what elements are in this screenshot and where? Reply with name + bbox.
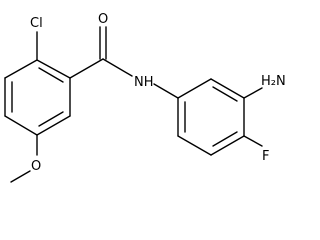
bond: [36, 59, 71, 79]
bond-n-ring: [153, 83, 179, 99]
bond: [4, 59, 38, 79]
bond-c-f: [243, 135, 263, 147]
methoxy-oxygen-label: O: [31, 159, 41, 174]
double-bond-inner: [212, 86, 238, 102]
bond-ring-carbonyl: [69, 58, 104, 79]
bond: [210, 78, 245, 99]
bond: [177, 135, 212, 156]
bond: [210, 135, 245, 156]
molecule-diagram: Cl O NH O H₂N F: [4, 12, 286, 183]
fluorine-label: F: [262, 149, 269, 164]
bond-o-methyl: [10, 170, 31, 183]
double-bond-inner: [38, 111, 64, 127]
amino-group-label: H₂N: [261, 74, 286, 89]
bond: [4, 115, 38, 136]
right-ring: [177, 78, 245, 156]
double-bond-inner: [38, 67, 64, 83]
bond-carbonyl-n: [102, 58, 133, 77]
bond: [177, 78, 212, 99]
amide-nh-label: NH: [134, 75, 154, 90]
bond-c-nh2: [243, 87, 263, 99]
double-bond-inner: [212, 131, 238, 147]
chlorine-label: Cl: [30, 16, 43, 31]
bond: [36, 115, 71, 136]
left-ring: [4, 59, 71, 136]
carbonyl-oxygen-label: O: [98, 12, 108, 27]
